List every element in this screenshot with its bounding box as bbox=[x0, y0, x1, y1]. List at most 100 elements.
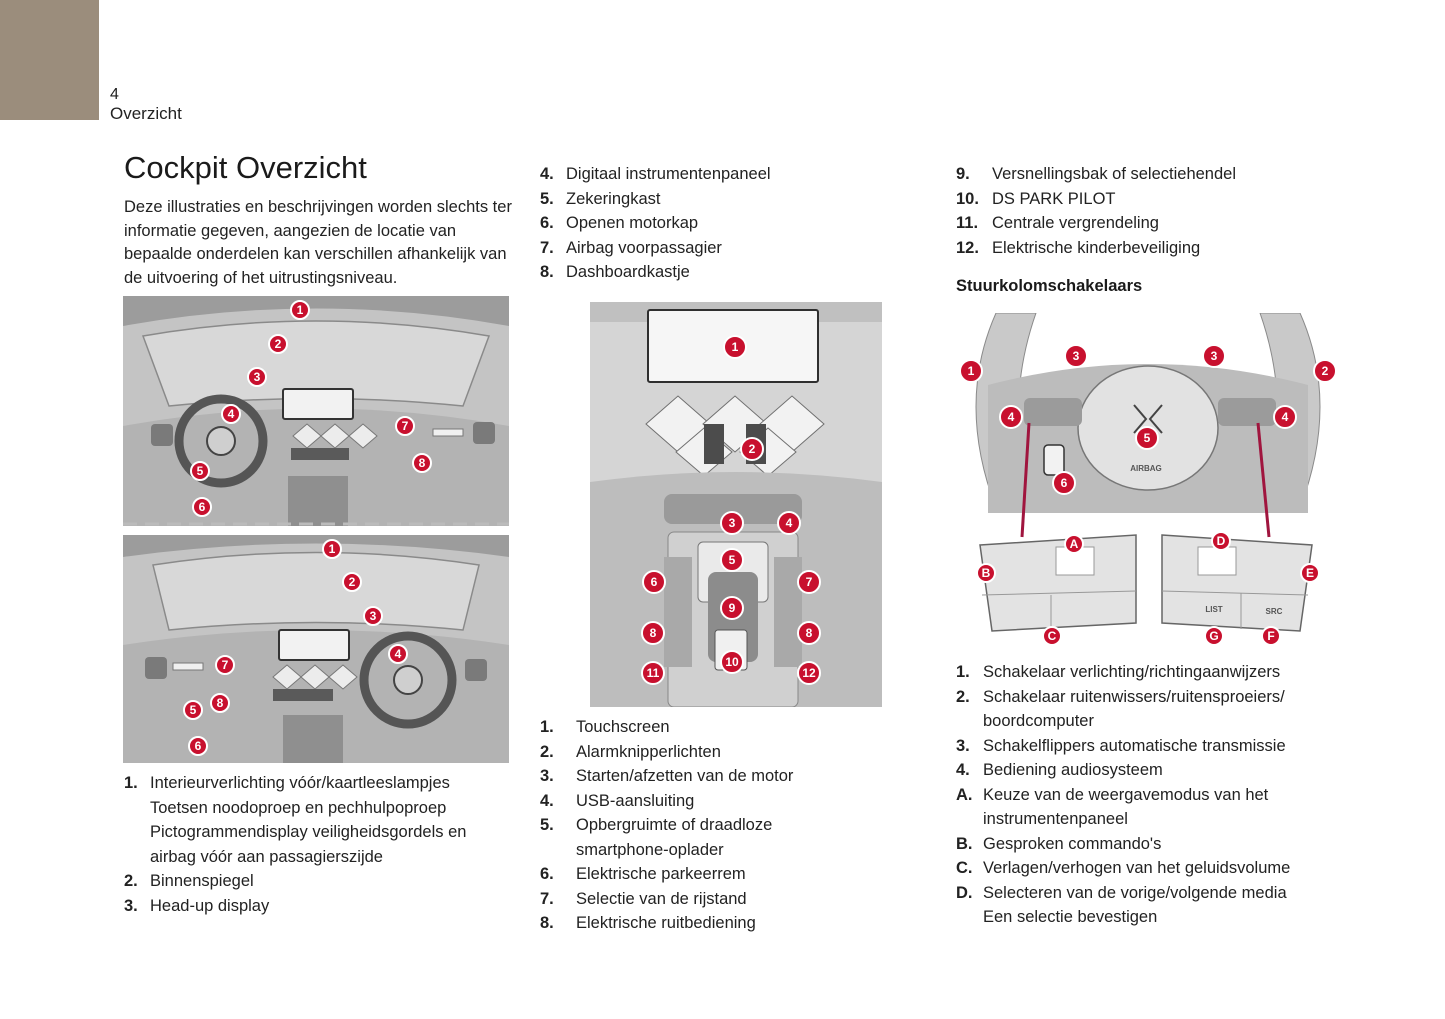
list-item: 11.Centrale vergrendeling bbox=[956, 214, 1159, 232]
svg-text:8: 8 bbox=[806, 626, 813, 640]
svg-text:7: 7 bbox=[222, 658, 229, 672]
console-badge-3: 3 bbox=[720, 511, 744, 535]
svg-text:3: 3 bbox=[729, 516, 736, 530]
svg-text:6: 6 bbox=[1061, 476, 1068, 490]
steering-wheel-illustration: AIRBAG LIST SRC 1 2 3 3 4 4 5 6 A B C D … bbox=[956, 313, 1340, 645]
section-name: Overzicht bbox=[110, 104, 182, 123]
rhd-badge-1: 1 bbox=[322, 539, 342, 559]
svg-text:G: G bbox=[1209, 629, 1218, 643]
rhd-badge-2: 2 bbox=[342, 572, 362, 592]
wheel-badge-A: A bbox=[1064, 534, 1084, 554]
dashboard-lhd-illustration: 1 2 3 4 5 6 7 8 bbox=[123, 296, 509, 526]
console-badge-8-left: 8 bbox=[641, 621, 665, 645]
list-item: 10.DS PARK PILOT bbox=[956, 189, 1116, 208]
svg-text:B: B bbox=[982, 566, 991, 580]
list-item: 6.Elektrische parkeerrem bbox=[540, 865, 746, 883]
list-steering-switches: 1.Schakelaar verlichting/richtingaanwijz… bbox=[956, 660, 1376, 930]
list-item: 2.Binnenspiegel bbox=[124, 872, 254, 890]
svg-text:5: 5 bbox=[729, 553, 736, 567]
list-item: 7.Selectie van de rijstand bbox=[540, 889, 747, 908]
svg-text:6: 6 bbox=[199, 500, 206, 514]
dashboard-rhd-illustration: 1 2 3 4 5 6 7 8 bbox=[123, 535, 509, 763]
list-item: 3.Starten/afzetten van de motor bbox=[540, 767, 794, 785]
svg-text:6: 6 bbox=[195, 739, 202, 753]
svg-text:3: 3 bbox=[370, 609, 377, 623]
list-item: 12.Elektrische kinderbeveiliging bbox=[956, 238, 1201, 257]
console-badge-10: 10 bbox=[720, 650, 744, 674]
wheel-badge-2: 2 bbox=[1313, 359, 1337, 383]
svg-text:4: 4 bbox=[228, 407, 235, 421]
wheel-badge-6: 6 bbox=[1052, 471, 1076, 495]
rhd-badge-6: 6 bbox=[188, 736, 208, 756]
svg-text:4: 4 bbox=[395, 647, 402, 661]
console-badge-8-right: 8 bbox=[797, 621, 821, 645]
svg-text:7: 7 bbox=[402, 419, 409, 433]
list-item: 3.Schakelflippers automatische transmiss… bbox=[956, 736, 1286, 755]
wheel-badge-3-left: 3 bbox=[1064, 344, 1088, 368]
wheel-badge-E: E bbox=[1300, 563, 1320, 583]
wheel-badge-D: D bbox=[1211, 531, 1231, 551]
console-badge-7: 7 bbox=[797, 570, 821, 594]
console-badge-12: 12 bbox=[797, 661, 821, 685]
list-item: 1.Touchscreen bbox=[540, 718, 670, 736]
lhd-badge-6: 6 bbox=[192, 497, 212, 517]
lhd-badge-3: 3 bbox=[247, 367, 267, 387]
svg-text:10: 10 bbox=[725, 655, 739, 669]
svg-text:7: 7 bbox=[806, 575, 813, 589]
wheel-badge-B: B bbox=[976, 563, 996, 583]
list-button-label: LIST bbox=[1205, 605, 1222, 614]
lhd-badge-1: 1 bbox=[290, 300, 310, 320]
list-item: C.Verlagen/verhogen van het geluidsvolum… bbox=[956, 859, 1291, 877]
rhd-badge-3: 3 bbox=[363, 606, 383, 626]
console-badge-4: 4 bbox=[777, 511, 801, 535]
wheel-badge-C: C bbox=[1042, 626, 1062, 645]
console-badge-9: 9 bbox=[720, 596, 744, 620]
list-item: 3.Head-up display bbox=[124, 896, 270, 915]
wheel-badge-4-left: 4 bbox=[999, 405, 1023, 429]
list-item: 8.Dashboardkastje bbox=[540, 263, 690, 281]
list-item: 8.Elektrische ruitbediening bbox=[540, 914, 756, 932]
lhd-badge-2: 2 bbox=[268, 334, 288, 354]
svg-text:12: 12 bbox=[802, 666, 816, 680]
svg-text:6: 6 bbox=[651, 575, 658, 589]
svg-text:2: 2 bbox=[749, 442, 756, 456]
list-console-components: 1.Touchscreen 2.Alarmknipperlichten 3.St… bbox=[540, 715, 930, 936]
svg-text:9: 9 bbox=[729, 601, 736, 615]
svg-text:3: 3 bbox=[1073, 349, 1080, 363]
svg-text:11: 11 bbox=[647, 666, 660, 680]
svg-text:4: 4 bbox=[1282, 410, 1289, 424]
page-corner-tab bbox=[0, 0, 99, 120]
svg-text:8: 8 bbox=[650, 626, 657, 640]
list-item: 2.Schakelaar ruitenwissers/ruitensproeie… bbox=[956, 687, 1285, 731]
rhd-badge-7: 7 bbox=[215, 655, 235, 675]
console-badge-5: 5 bbox=[720, 548, 744, 572]
list-item: 4.Bediening audiosysteem bbox=[956, 761, 1163, 779]
list-item: 1.Schakelaar verlichting/richtingaanwijz… bbox=[956, 663, 1281, 681]
center-console-illustration: 1 2 3 4 5 6 7 8 8 9 10 11 12 bbox=[590, 302, 882, 707]
svg-text:5: 5 bbox=[197, 464, 204, 478]
svg-text:1: 1 bbox=[297, 303, 304, 317]
wheel-badge-5: 5 bbox=[1135, 426, 1159, 450]
list-item: 4.USB-aansluiting bbox=[540, 791, 695, 810]
svg-text:A: A bbox=[1070, 537, 1079, 551]
list-console-components-continued: 9.Versnellingsbak of selectiehendel 10.D… bbox=[956, 162, 1356, 260]
rhd-badge-8: 8 bbox=[210, 693, 230, 713]
svg-text:1: 1 bbox=[968, 364, 975, 378]
list-dashboard-components: 4.Digitaal instrumentenpaneel 5.Zekering… bbox=[540, 162, 920, 285]
svg-text:F: F bbox=[1267, 629, 1274, 643]
svg-text:3: 3 bbox=[1211, 349, 1218, 363]
svg-text:E: E bbox=[1306, 566, 1314, 580]
svg-text:5: 5 bbox=[190, 703, 197, 717]
svg-text:2: 2 bbox=[1322, 364, 1329, 378]
page-title: Cockpit Overzicht bbox=[124, 150, 367, 185]
list-item: B.Gesproken commando's bbox=[956, 834, 1162, 853]
wheel-badge-G: G bbox=[1204, 626, 1224, 645]
console-badge-2: 2 bbox=[740, 437, 764, 461]
svg-text:D: D bbox=[1217, 534, 1226, 548]
console-badge-1: 1 bbox=[723, 335, 747, 359]
list-item: 6.Openen motorkap bbox=[540, 214, 699, 232]
svg-text:4: 4 bbox=[1008, 410, 1015, 424]
console-badge-11: 11 bbox=[641, 661, 665, 685]
